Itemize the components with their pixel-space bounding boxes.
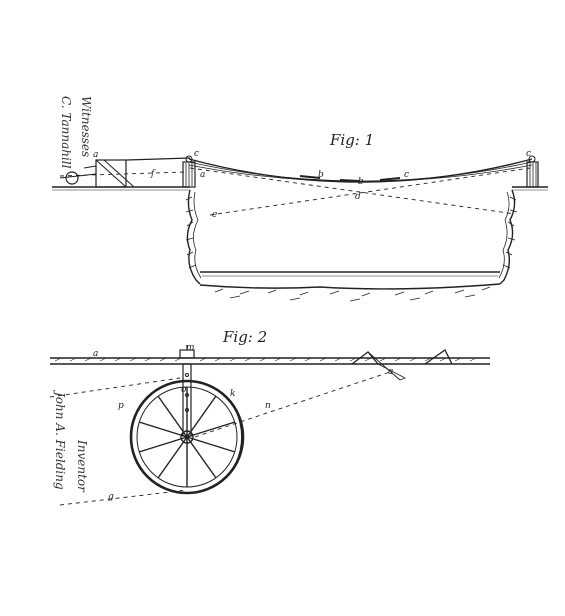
suspension-cables <box>188 158 533 183</box>
fig2-label-g: g <box>108 492 114 502</box>
figure-2: Fig: 2 <box>49 328 490 506</box>
fig1-label-d: d <box>355 192 361 202</box>
fig1-label-c-right: c <box>404 170 409 180</box>
fig1-label-a: a <box>93 150 98 160</box>
witnesses-heading: Witnesses <box>79 96 93 157</box>
fig2-label-n: n <box>265 401 271 411</box>
inventor-heading: Inventor <box>75 439 89 493</box>
inventor-name: John A. Fielding <box>53 389 67 490</box>
fig2-label-a-right: a <box>388 367 393 377</box>
fig1-label-f: f <box>150 169 156 179</box>
fig2-label-p: p <box>118 401 124 411</box>
figure-2-caption: Fig: 2 <box>222 328 267 346</box>
cable-hooks <box>351 349 453 381</box>
fig1-label-e: e <box>212 210 217 220</box>
fig1-label-b: b <box>318 170 324 180</box>
spoked-wheel <box>129 379 245 495</box>
witness-name: C. Tannahill <box>59 96 73 169</box>
fig1-label-c: c <box>194 149 199 159</box>
figure-1-caption: Fig: 1 <box>329 131 374 149</box>
right-post <box>526 155 539 188</box>
fig1-label-b2: b <box>358 177 364 187</box>
fig2-dashed-lines <box>49 371 391 506</box>
fig2-label-o: o <box>181 385 187 395</box>
fig1-dashed-lines <box>59 167 531 216</box>
cable-bar <box>50 357 490 365</box>
fig2-label-a: a <box>93 349 98 359</box>
side-notes: Witnesses C. Tannahill Inventor John A. … <box>53 96 93 493</box>
fig2-label-m: m <box>186 343 195 353</box>
windlass-frame <box>59 157 191 188</box>
figure-1: Fig: 1 <box>52 131 548 302</box>
fig2-label-k: k <box>230 389 235 399</box>
cable-clamp <box>179 345 195 359</box>
fig1-label-c-far: c <box>526 149 531 159</box>
ravine <box>185 189 518 302</box>
fig1-label-a-post: a <box>200 170 205 180</box>
